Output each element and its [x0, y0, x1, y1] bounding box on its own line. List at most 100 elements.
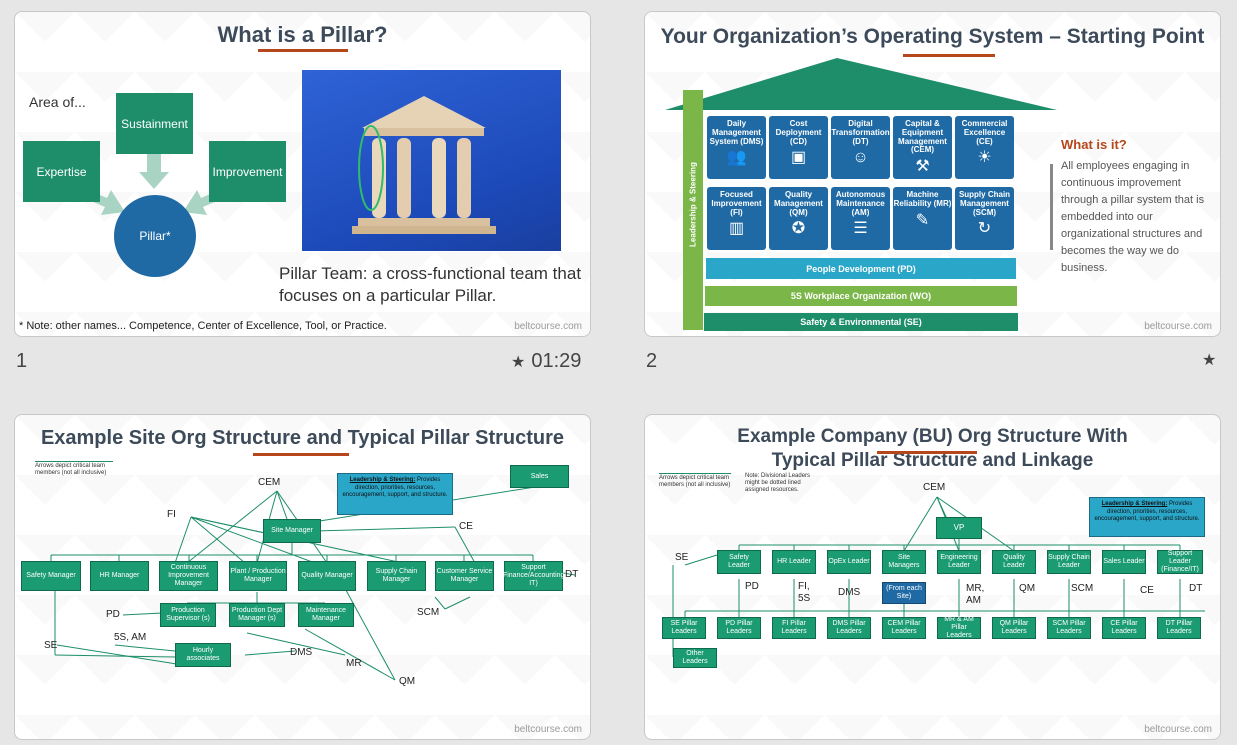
cycle-icon: ↻ — [977, 220, 992, 238]
label-mr: MR — [346, 658, 362, 669]
arrow-note: Arrows depict critical team members (not… — [35, 463, 107, 477]
label-cem: CEM — [258, 477, 281, 488]
pillar-tile-am: Autonomous Maintenance (AM)☰ — [831, 187, 890, 250]
label-fi: FI — [167, 509, 176, 520]
slide-footer: beltcourse.com — [514, 321, 582, 332]
pillar-leader-box-10: DT Pillar Leaders — [1157, 617, 1201, 639]
label-ce: CE — [459, 521, 473, 532]
org-connector-lines — [672, 496, 1205, 657]
label-scm: SCM — [1071, 583, 1094, 594]
leader-box-3: OpEx Leader — [827, 550, 871, 574]
leader-box-2: HR Leader — [772, 550, 816, 574]
people-icon: 👥 — [726, 149, 747, 167]
title-underline — [903, 54, 995, 57]
animation-star-icon: ★ — [1202, 352, 1217, 369]
label-pd: PD — [106, 609, 120, 620]
workplace-organization-band: 5S Workplace Organization (WO) — [705, 286, 1017, 306]
slide-timing-2[interactable]: ★ — [1202, 350, 1216, 370]
label-qm: QM — [399, 676, 416, 687]
production-dept-box: Production Dept Manager (s) — [229, 603, 285, 627]
leader-box-8: Sales Leader — [1102, 550, 1146, 574]
slide-footer: beltcourse.com — [1144, 321, 1212, 332]
safety-manager-box: Safety Manager — [21, 561, 81, 591]
hourly-associates-box: Hourly associates — [175, 643, 231, 667]
production-supervisor-box: Production Supervisor (s) — [160, 603, 216, 627]
label-cem: CEM — [923, 482, 946, 493]
leader-box-7: Supply Chain Leader — [1047, 550, 1091, 574]
house-roof — [665, 58, 1057, 110]
slide-footer: beltcourse.com — [514, 724, 582, 735]
leadership-text: Provides direction, priorities, resource… — [342, 477, 448, 498]
slide-title-line-2: Typical Pillar Structure and Linkage — [771, 450, 1094, 471]
pillar-tile-cem: Capital & Equipment Management (CEM)⚒ — [893, 116, 952, 179]
pillar-tile-dms: Daily Management System (DMS)👥 — [707, 116, 766, 179]
leader-box-1: Safety Leader — [717, 550, 761, 574]
leadership-steering-column: Leadership & Steering — [683, 90, 703, 330]
slide-thumbnail-4[interactable]: Example Company (BU) Org Structure With … — [644, 414, 1221, 740]
robot-icon: ☺ — [852, 149, 869, 167]
pillar-tile-ce: Commercial Excellence (CE)☀ — [955, 116, 1014, 179]
expertise-box: Expertise — [23, 141, 100, 202]
slide-footer: beltcourse.com — [1144, 724, 1212, 735]
hr-manager-box: HR Manager — [90, 561, 149, 591]
pillar-leader-box-1: SE Pillar Leaders — [662, 617, 706, 639]
area-of-label: Area of... — [29, 94, 86, 110]
pillar-tile-mr: Machine Reliability (MR)✎ — [893, 187, 952, 250]
pillar-team-caption: Pillar Team: a cross-functional team tha… — [279, 264, 582, 306]
slide-number-1: 1 — [16, 350, 28, 372]
sustainment-box: Sustainment — [116, 93, 193, 154]
pillar-tile-scm: Supply Chain Management (SCM)↻ — [955, 187, 1014, 250]
slide-thumbnail-3[interactable]: Example Site Org Structure and Typical P… — [14, 414, 591, 740]
safety-environmental-band: Safety & Environmental (SE) — [704, 313, 1018, 331]
what-is-it-text: All employees engaging in continuous imp… — [1061, 160, 1205, 275]
ci-manager-box: Continuous Improvement Manager — [159, 561, 218, 591]
leadership-steering-box: Leadership & Steering: Provides directio… — [1089, 497, 1205, 537]
title-underline — [877, 451, 977, 454]
slide-title: Example Site Org Structure and Typical P… — [40, 427, 565, 449]
label-pd: PD — [745, 581, 759, 592]
what-is-it-divider — [1050, 164, 1053, 250]
quality-manager-box: Quality Manager — [298, 561, 356, 591]
pillar-photo — [302, 70, 561, 251]
people-development-band: People Development (PD) — [706, 258, 1016, 279]
label-dt: DT — [1189, 583, 1203, 594]
leader-box-5: Engineering Leader — [937, 550, 981, 574]
animation-star-icon: ★ — [511, 353, 526, 371]
chart-icon: ▥ — [728, 220, 745, 238]
leadership-title: Leadership & Steering: — [349, 477, 416, 483]
pillar-tile-cd: Cost Deployment (CD)▣ — [769, 116, 828, 179]
site-manager-box: Site Manager — [263, 519, 321, 543]
leader-box-9: Support Leader (Finance/IT) — [1157, 550, 1203, 574]
slide-thumbnail-2[interactable]: Your Organization’s Operating System – S… — [644, 11, 1221, 337]
slide-timing-1[interactable]: ★ 01:29 — [511, 350, 581, 373]
label-fi-5s: FI, 5S — [798, 581, 811, 604]
divisional-note: Note: Divisional Leaders might be dotted… — [745, 473, 811, 494]
other-leaders-box: Other Leaders — [673, 648, 717, 668]
sales-box: Sales — [510, 465, 569, 488]
label-dms: DMS — [290, 647, 313, 658]
label-se: SE — [44, 640, 58, 651]
maintenance-manager-box: Maintenance Manager — [298, 603, 354, 627]
leadership-title: Leadership & Steering: — [1101, 501, 1168, 507]
pillar-leader-box-2: PD Pillar Leaders — [717, 617, 761, 639]
leadership-steering-box: Leadership & Steering: Provides directio… — [337, 473, 453, 515]
improvement-box: Improvement — [209, 141, 286, 202]
leader-box-6: Quality Leader — [992, 550, 1036, 574]
bulb-icon: ☀ — [977, 149, 992, 167]
label-qm: QM — [1019, 583, 1036, 594]
slide-title: Your Organization’s Operating System – S… — [660, 25, 1205, 48]
slide-title-line-1: Example Company (BU) Org Structure With — [737, 426, 1128, 447]
pillar-leader-box-4: DMS Pillar Leaders — [827, 617, 871, 639]
arrow-note: Arrows depict critical team members (not… — [659, 475, 731, 489]
label-dt: DT — [565, 569, 579, 580]
leadership-side-label: Leadership & Steering — [688, 162, 698, 247]
label-5s-am: 5S, AM — [114, 632, 147, 643]
plant-manager-box: Plant / Production Manager — [229, 561, 287, 591]
crane-icon: ⚒ — [915, 158, 930, 176]
what-is-it-title: What is it? — [1061, 137, 1127, 152]
slide-background — [645, 415, 1220, 739]
label-dms: DMS — [838, 587, 861, 598]
slide-thumbnail-1[interactable]: What is a Pillar? Area of... Sustainment… — [14, 11, 591, 337]
pillar-leader-box-3: FI Pillar Leaders — [772, 617, 816, 639]
label-scm: SCM — [417, 607, 440, 618]
